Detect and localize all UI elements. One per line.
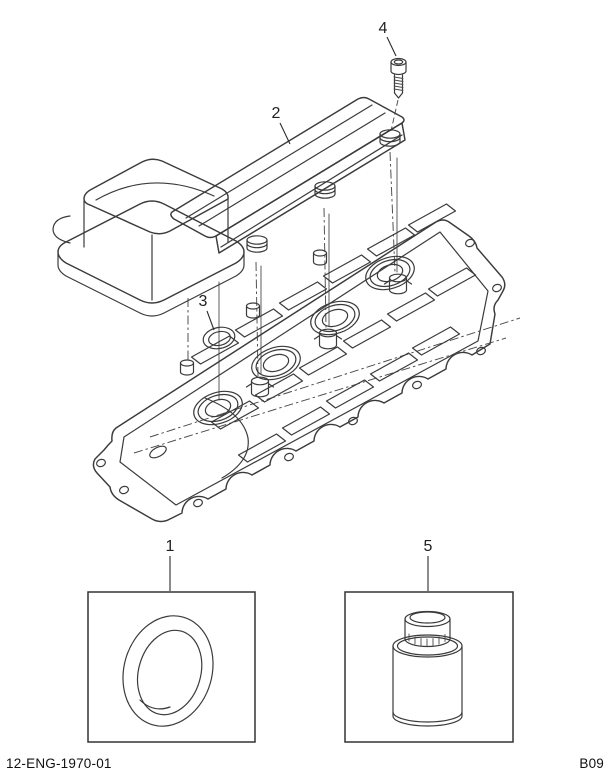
part-box-1: [87, 591, 256, 743]
callout-3: 3: [199, 293, 208, 310]
part-box-5: [344, 591, 514, 743]
valve-cover-part: [52, 96, 406, 317]
seal-ring-part: [202, 326, 236, 350]
callout-4: 4: [379, 20, 388, 37]
drawing-number: 12-ENG-1970-01: [6, 756, 112, 771]
callout-2: 2: [272, 105, 281, 122]
callout-5: 5: [424, 538, 433, 555]
callout-leaders: [169, 36, 429, 591]
oring-part: [122, 615, 214, 727]
sealant-can-part: [392, 610, 463, 727]
bolt-part: [390, 57, 407, 99]
sheet-code: B09: [579, 756, 604, 771]
base-part: [92, 203, 521, 523]
callout-1: 1: [166, 538, 175, 555]
callout-labels: 4 2 3 1 5: [166, 20, 433, 555]
